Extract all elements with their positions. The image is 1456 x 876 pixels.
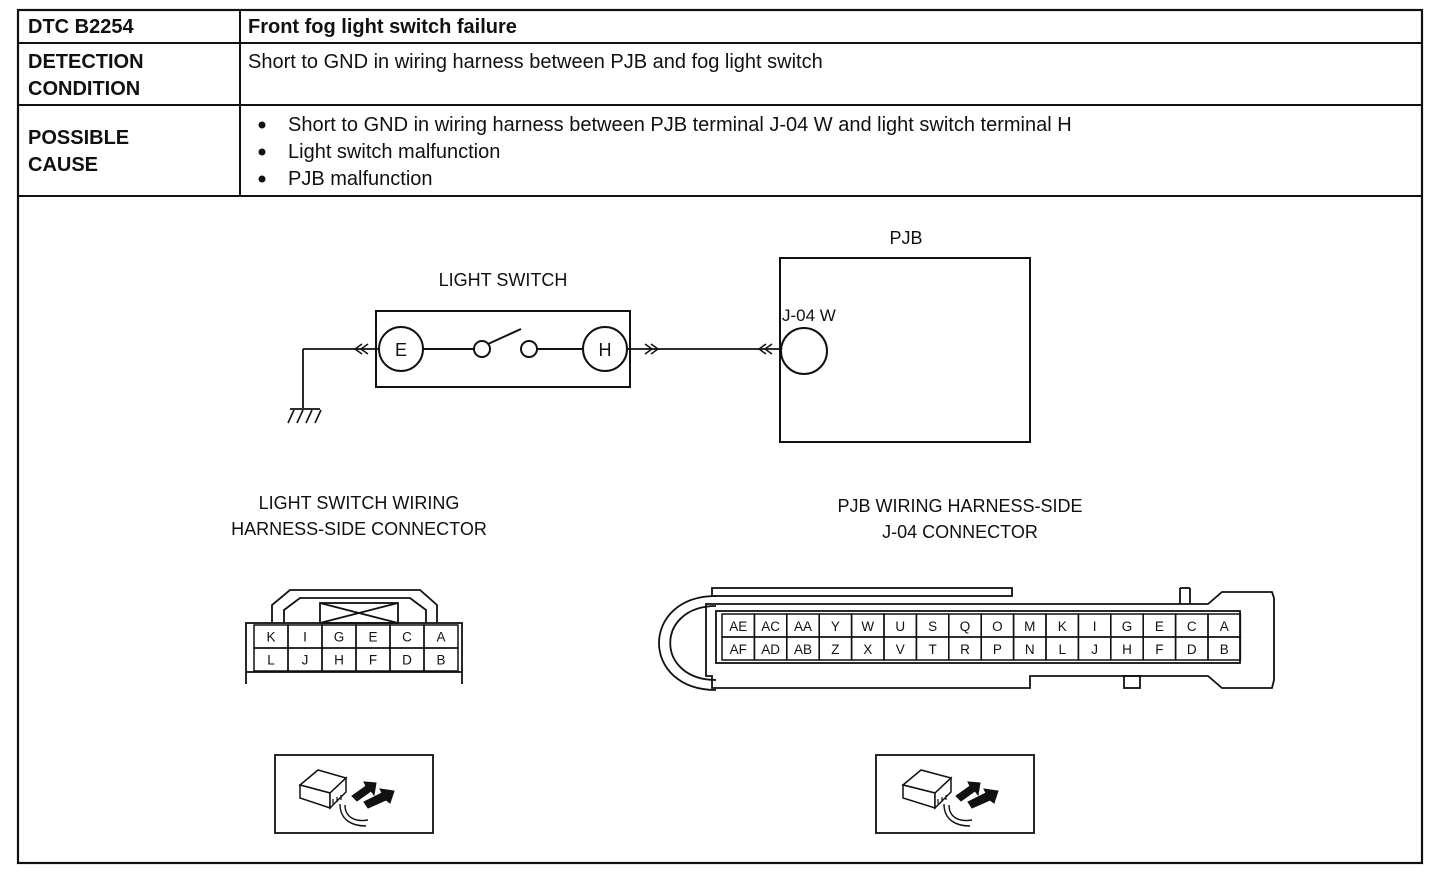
pin-label: K bbox=[266, 630, 275, 645]
pin-label: A bbox=[1220, 619, 1229, 634]
dtc-title: Front fog light switch failure bbox=[248, 16, 517, 38]
cause-item: PJB malfunction bbox=[288, 168, 433, 190]
pin-label: F bbox=[369, 653, 377, 668]
pin-label: L bbox=[1058, 642, 1066, 657]
view-direction-icon bbox=[274, 754, 434, 834]
pjb-pin-grid: AE AC AA Y W U S Q O M K I G E C A AF AD AB Z X V T R P N L J H F D B bbox=[721, 613, 1242, 661]
switch-contact-icon bbox=[423, 328, 583, 358]
connector-mark-icon bbox=[644, 343, 660, 355]
bullet-icon bbox=[258, 148, 266, 156]
pin-label: J bbox=[1091, 642, 1098, 657]
pin-cell bbox=[1207, 636, 1242, 661]
pin-label: B bbox=[436, 653, 445, 668]
pin-label: K bbox=[1058, 619, 1067, 634]
pin-label: R bbox=[960, 642, 970, 657]
terminal-e-label: E bbox=[395, 340, 407, 360]
pin-label: Q bbox=[960, 619, 971, 634]
bullet-icon bbox=[258, 121, 266, 129]
pjb-connector-title-line1: PJB WIRING HARNESS-SIDE bbox=[837, 496, 1082, 516]
pin-label: S bbox=[928, 619, 937, 634]
pin-label: D bbox=[1187, 642, 1197, 657]
pin-label: C bbox=[1187, 619, 1197, 634]
pin-label: B bbox=[1220, 642, 1229, 657]
pin-label: C bbox=[402, 630, 412, 645]
pjb-connector-title-line2: J-04 CONNECTOR bbox=[882, 522, 1038, 542]
pin-label: Y bbox=[831, 619, 840, 634]
detection-text: Short to GND in wiring harness between P… bbox=[248, 51, 823, 73]
pin-label: AB bbox=[794, 642, 812, 657]
light-switch-connector bbox=[245, 589, 463, 684]
pin-label: AA bbox=[794, 619, 812, 634]
pin-label: D bbox=[402, 653, 412, 668]
pin-label: J bbox=[302, 653, 309, 668]
ground-wire bbox=[290, 348, 379, 410]
wiring-schematic: PJB LIGHT SWITCH J-04 W E H bbox=[287, 228, 1031, 443]
pjb-terminal bbox=[780, 327, 828, 375]
pin-label: W bbox=[861, 619, 874, 634]
pjb-label: PJB bbox=[889, 228, 922, 248]
pjb-connector bbox=[658, 587, 1275, 691]
pin-label: H bbox=[334, 653, 344, 668]
pin-label: T bbox=[928, 642, 936, 657]
pin-label: L bbox=[267, 653, 275, 668]
pin-cell bbox=[423, 647, 459, 672]
connector-mark-icon bbox=[757, 343, 773, 355]
pin-label: AC bbox=[761, 619, 780, 634]
connector-mark-icon bbox=[353, 343, 369, 355]
pin-label: U bbox=[895, 619, 905, 634]
pin-label: X bbox=[863, 642, 872, 657]
pin-label: E bbox=[1155, 619, 1164, 634]
pin-label: N bbox=[1025, 642, 1035, 657]
pin-label: AD bbox=[761, 642, 780, 657]
cause-list: Short to GND in wiring harness between P… bbox=[258, 114, 1072, 190]
pin-label: O bbox=[992, 619, 1003, 634]
cause-item: Short to GND in wiring harness between P… bbox=[288, 114, 1072, 136]
pin-label: G bbox=[1122, 619, 1133, 634]
ground-icon bbox=[287, 409, 322, 424]
bullet-icon bbox=[258, 175, 266, 183]
pin-label: V bbox=[896, 642, 905, 657]
pin-label: E bbox=[368, 630, 377, 645]
pin-label: AF bbox=[730, 642, 747, 657]
light-switch-box bbox=[375, 310, 631, 388]
pin-label: F bbox=[1155, 642, 1163, 657]
pin-label: H bbox=[1122, 642, 1132, 657]
detection-label-line1: DETECTION bbox=[28, 51, 144, 73]
pin-label: I bbox=[303, 630, 307, 645]
pin-label: A bbox=[436, 630, 445, 645]
light-switch-pin-grid: K I G E C A L J H F D B bbox=[253, 624, 459, 672]
cause-label-line2: CAUSE bbox=[28, 154, 98, 176]
pin-label: M bbox=[1024, 619, 1035, 634]
pin-label: I bbox=[1093, 619, 1097, 634]
pin-label: Z bbox=[831, 642, 839, 657]
pin-label: G bbox=[334, 630, 345, 645]
pin-label: P bbox=[993, 642, 1002, 657]
terminal-h-label: H bbox=[599, 340, 612, 360]
light-switch-connector-title-line2: HARNESS-SIDE CONNECTOR bbox=[231, 519, 487, 539]
detection-label-line2: CONDITION bbox=[28, 78, 140, 100]
dtc-code-label: DTC B2254 bbox=[28, 16, 134, 38]
cause-label-line1: POSSIBLE bbox=[28, 127, 129, 149]
pin-label: AE bbox=[729, 619, 747, 634]
dtc-table bbox=[16, 8, 1424, 865]
cause-item: Light switch malfunction bbox=[288, 141, 500, 163]
pjb-box bbox=[779, 257, 1031, 443]
light-switch-connector-title-line1: LIGHT SWITCH WIRING bbox=[259, 493, 460, 513]
pjb-terminal-label: J-04 W bbox=[782, 306, 836, 325]
light-switch-label: LIGHT SWITCH bbox=[439, 270, 568, 290]
view-direction-icon bbox=[875, 754, 1035, 834]
